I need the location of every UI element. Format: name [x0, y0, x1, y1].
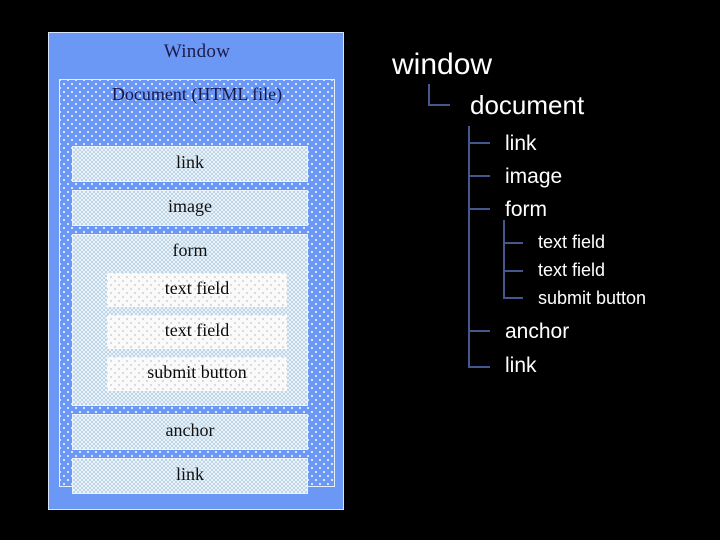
- dom-tree-outline: window document link image form text fie…: [380, 40, 710, 400]
- tree-item-document[interactable]: document: [470, 90, 585, 120]
- box-text-field-second-label: text field: [164, 320, 230, 340]
- tree-item-window[interactable]: window: [392, 48, 493, 81]
- window-title-label: Window: [163, 41, 231, 62]
- box-link-second-label: link: [175, 464, 204, 484]
- box-link-first-label: link: [175, 152, 204, 172]
- tree-connector-window-elbow: [428, 104, 450, 106]
- tree-item-link-second[interactable]: link: [505, 354, 537, 377]
- tree-item-text-field-first[interactable]: text field: [538, 232, 606, 252]
- tree-item-form[interactable]: form: [505, 198, 547, 221]
- box-link-second: link: [72, 458, 308, 494]
- tree-connector-image: [468, 175, 490, 177]
- box-anchor-label: anchor: [165, 420, 215, 440]
- box-submit-button: submit button: [107, 357, 287, 391]
- box-link-first: link: [72, 146, 308, 182]
- tree-connector-text-field-second: [503, 270, 523, 272]
- tree-item-submit-button[interactable]: submit button: [538, 288, 647, 308]
- tree-connector-form: [468, 208, 490, 210]
- tree-connector-form-spine: [503, 220, 505, 298]
- box-image: image: [72, 190, 308, 226]
- tree-item-anchor[interactable]: anchor: [505, 320, 570, 343]
- box-anchor: anchor: [72, 414, 308, 450]
- tree-connector-window-vertical: [428, 84, 430, 106]
- box-text-field-first: text field: [107, 273, 287, 307]
- tree-connector-text-field-first: [503, 242, 523, 244]
- box-submit-button-label: submit button: [147, 362, 247, 382]
- tree-connector-submit-button: [503, 297, 523, 299]
- box-image-label: image: [168, 196, 212, 216]
- tree-connector-anchor: [468, 330, 490, 332]
- tree-item-text-field-second[interactable]: text field: [538, 260, 606, 280]
- tree-connector-link-first: [468, 142, 490, 144]
- box-form: form text field text field submit button: [72, 234, 308, 406]
- window-box: Window Document (HTML file) link image f…: [48, 32, 344, 510]
- tree-item-link-first[interactable]: link: [505, 132, 537, 155]
- tree-item-image[interactable]: image: [505, 165, 563, 188]
- document-box: Document (HTML file) link image form tex…: [59, 79, 335, 494]
- tree-connector-link-second: [468, 366, 490, 368]
- document-label: Document (HTML file): [111, 84, 283, 104]
- tree-connector-document-spine: [468, 126, 470, 368]
- box-text-field-first-label: text field: [164, 278, 230, 298]
- box-text-field-second: text field: [107, 315, 287, 349]
- box-form-label: form: [172, 240, 208, 260]
